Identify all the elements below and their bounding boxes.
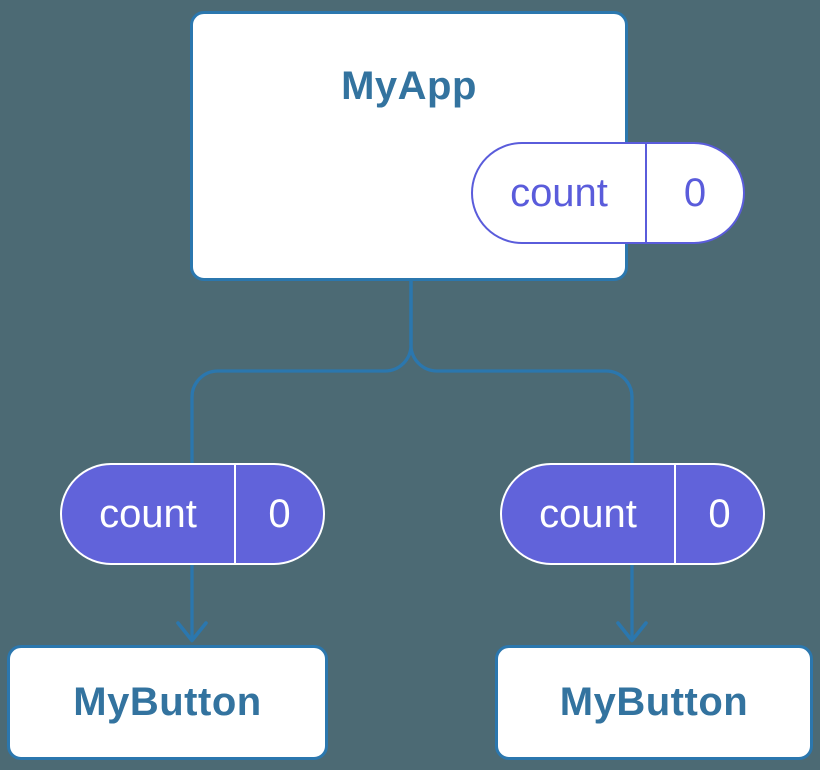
component-card-child-left: MyButton	[7, 645, 328, 760]
root-state-name: count	[510, 170, 608, 215]
connector-left-branch	[190, 277, 413, 642]
component-card-child-right: MyButton	[495, 645, 813, 760]
child-right-component-label: MyButton	[559, 680, 749, 724]
arrowhead-right-icon	[616, 621, 648, 643]
component-card-root: MyApp count 0	[190, 11, 745, 281]
connector-right-branch	[409, 277, 634, 642]
root-component-label: MyApp	[341, 64, 477, 108]
root-state-value: 0	[645, 144, 743, 242]
child-left-prop-pill: count 0	[60, 463, 325, 565]
child-left-component-label: MyButton	[73, 680, 262, 724]
child-right-prop-value: 0	[674, 465, 763, 563]
root-state-pill: count 0	[471, 142, 745, 244]
child-left-prop-name: count	[99, 491, 197, 536]
child-right-prop-pill: count 0	[500, 463, 765, 565]
child-right-prop-name: count	[539, 491, 637, 536]
arrowhead-left-icon	[176, 621, 208, 643]
child-left-prop-value: 0	[234, 465, 323, 563]
